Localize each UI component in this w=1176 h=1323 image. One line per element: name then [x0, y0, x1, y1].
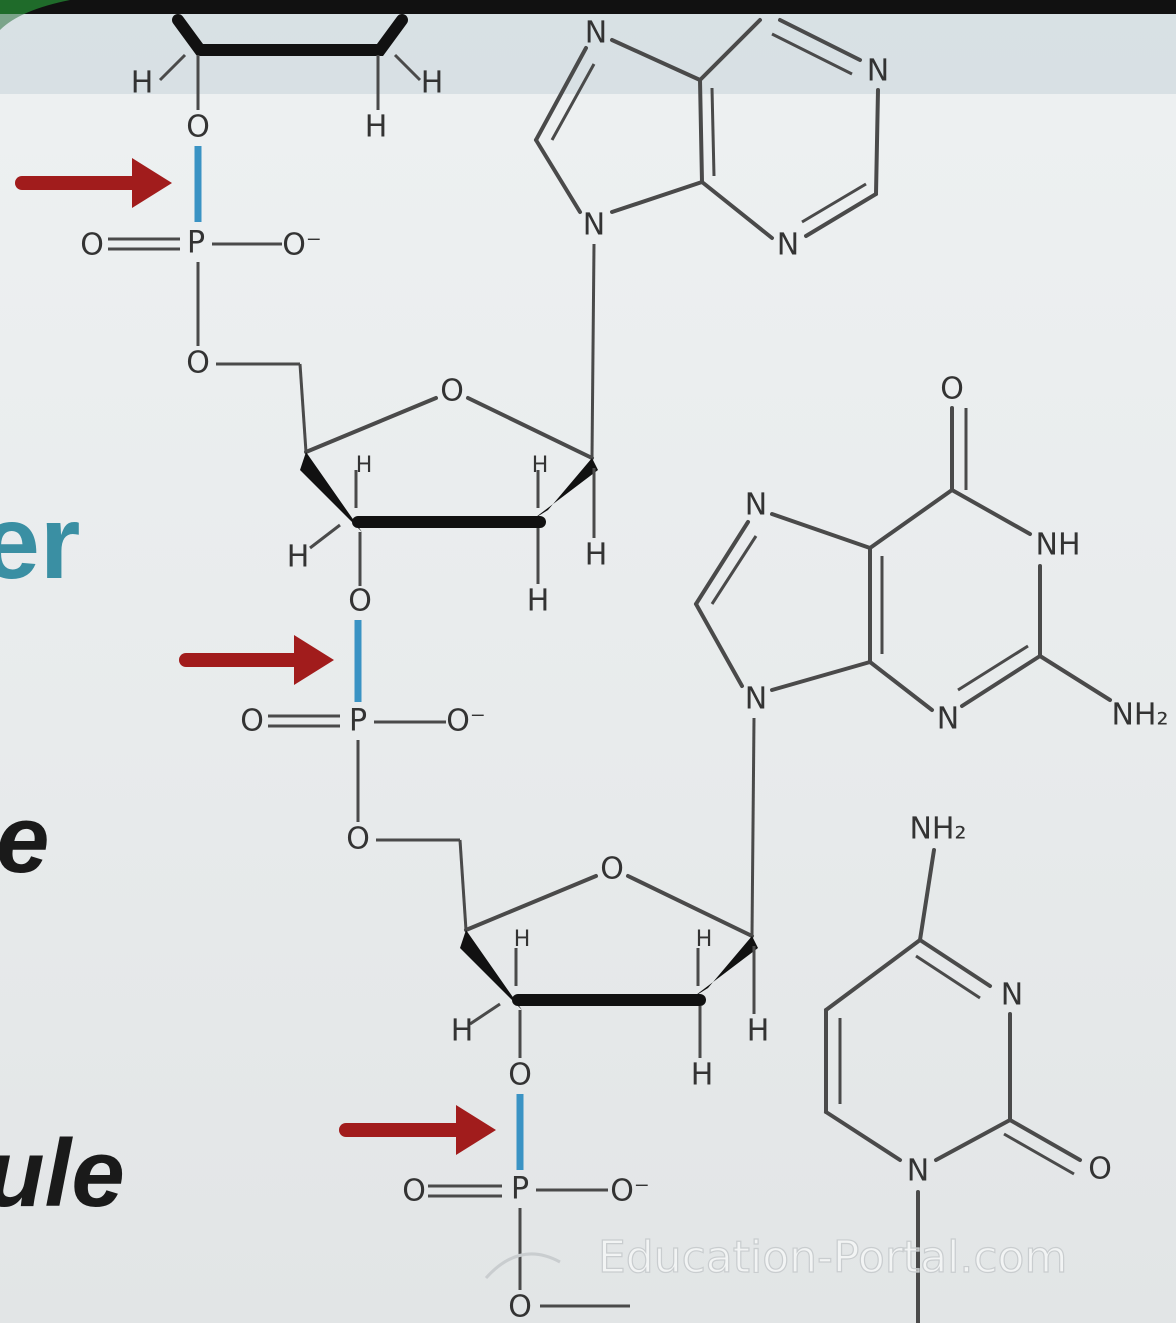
atom-o: O — [440, 374, 464, 409]
sugar-ring-2: O H H H H H — [451, 717, 770, 1093]
atom-h: H — [691, 1058, 714, 1093]
phosphate-group-3: O P O O⁻ O — [402, 1058, 650, 1323]
atom-h: H — [421, 66, 444, 101]
atom-p: P — [187, 226, 205, 261]
watermark-logo-icon — [484, 1252, 561, 1280]
atom-o-minus: O⁻ — [282, 228, 321, 263]
atom-o: O — [240, 704, 264, 739]
atom-n: N — [777, 228, 799, 263]
atom-h: H — [585, 538, 608, 573]
atom-o-minus: O⁻ — [610, 1174, 649, 1209]
atom-h: H — [365, 110, 388, 145]
atom-nh: NH — [1036, 528, 1081, 563]
atom-h: H — [451, 1014, 474, 1049]
atom-h: H — [356, 453, 373, 478]
atom-n: N — [745, 682, 767, 717]
phosphate-group-1: O P O O⁻ O — [80, 110, 322, 453]
atom-o: O — [80, 228, 104, 263]
atom-n: N — [867, 54, 889, 89]
corner-accent — [0, 0, 70, 30]
atom-n: N — [585, 16, 607, 51]
watermark-text: Education-Portal.com — [598, 1232, 1067, 1283]
atom-h: H — [532, 453, 549, 478]
atom-n: N — [1001, 978, 1023, 1013]
atom-p: P — [349, 704, 367, 739]
atom-o: O — [1088, 1152, 1112, 1187]
atom-o: O — [402, 1174, 426, 1209]
atom-o: O — [508, 1290, 532, 1323]
adenine-base: N N N N — [534, 16, 889, 263]
side-text-fragment-2: e — [0, 786, 49, 893]
atom-h: H — [131, 66, 154, 101]
sugar-ring-1: O H H H H H — [287, 243, 608, 619]
atom-n: N — [583, 208, 605, 243]
atom-p: P — [511, 1172, 529, 1207]
atom-n: N — [907, 1154, 929, 1189]
atom-o: O — [186, 110, 210, 145]
atom-n: N — [937, 702, 959, 737]
atom-o: O — [348, 584, 372, 619]
phosphate-group-2: O P O O⁻ O — [240, 584, 486, 931]
atom-nh2: NH₂ — [1111, 698, 1168, 733]
atom-n: N — [745, 488, 767, 523]
atom-h: H — [747, 1014, 770, 1049]
atom-o: O — [346, 822, 370, 857]
atom-h: H — [527, 584, 550, 619]
arrow-2 — [179, 635, 334, 685]
atom-o: O — [508, 1058, 532, 1093]
top-sugar-fragment: H H H — [131, 14, 444, 145]
guanine-base: N N O NH N NH₂ — [694, 372, 1169, 737]
atom-h: H — [287, 540, 310, 575]
atom-o-minus: O⁻ — [446, 704, 485, 739]
arrow-1 — [15, 158, 172, 208]
atom-h: H — [514, 927, 531, 952]
side-text-fragment-3: ule — [0, 1120, 125, 1227]
watermark: Education-Portal.com — [484, 1231, 1068, 1284]
atom-h: H — [696, 927, 713, 952]
arrow-3 — [339, 1105, 496, 1155]
atom-o: O — [940, 372, 964, 407]
side-text-fragment-1: er — [0, 485, 80, 601]
top-border — [0, 0, 1176, 14]
atom-o: O — [600, 852, 624, 887]
cytosine-base: NH₂ N O N — [824, 812, 1112, 1323]
atom-o: O — [186, 346, 210, 381]
atom-nh2: NH₂ — [909, 812, 966, 847]
